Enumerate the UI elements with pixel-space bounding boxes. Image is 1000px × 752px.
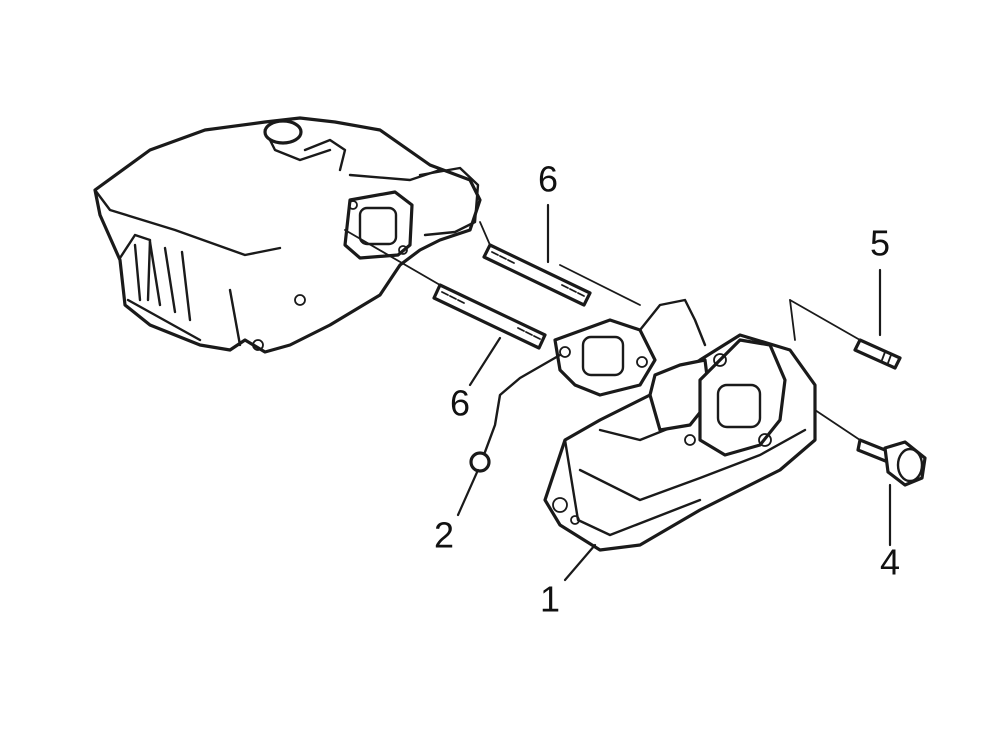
leader-6-lower bbox=[468, 336, 502, 387]
plug-bolt bbox=[856, 438, 927, 487]
leader-2 bbox=[456, 468, 480, 517]
exhaust-manifold bbox=[543, 333, 817, 552]
leader-lines bbox=[456, 203, 892, 582]
callout-6-upper: 6 bbox=[538, 159, 558, 200]
stud-lower bbox=[432, 283, 547, 350]
leader-1 bbox=[563, 543, 597, 582]
cylinder-head bbox=[93, 116, 482, 354]
callout-labels: 1 2 4 5 6 6 bbox=[434, 159, 900, 620]
callout-1: 1 bbox=[540, 579, 560, 620]
stud-upper bbox=[482, 243, 592, 307]
stud-small bbox=[853, 338, 902, 370]
gasket bbox=[469, 298, 707, 473]
callout-4: 4 bbox=[880, 542, 900, 583]
callout-6-lower: 6 bbox=[450, 383, 470, 424]
callout-5: 5 bbox=[870, 223, 890, 264]
callout-2: 2 bbox=[434, 515, 454, 556]
